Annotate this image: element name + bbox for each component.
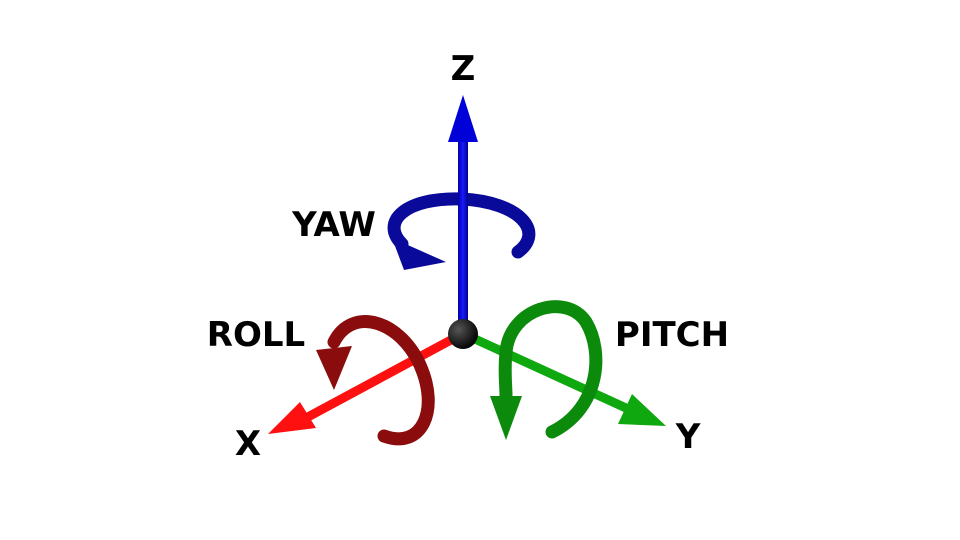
origin-point <box>448 319 478 349</box>
z-axis <box>448 95 478 334</box>
y-axis-label: Y <box>675 417 701 457</box>
pitch-rotation-arrow <box>490 300 603 440</box>
x-axis <box>268 329 467 434</box>
roll-rotation-arrow <box>316 315 435 446</box>
y-axis <box>459 329 666 426</box>
roll-label: ROLL <box>207 315 305 355</box>
x-axis-label: X <box>235 424 261 464</box>
pitch-label: PITCH <box>615 315 729 355</box>
z-axis-label: Z <box>451 49 476 89</box>
yaw-label: YAW <box>291 205 376 245</box>
